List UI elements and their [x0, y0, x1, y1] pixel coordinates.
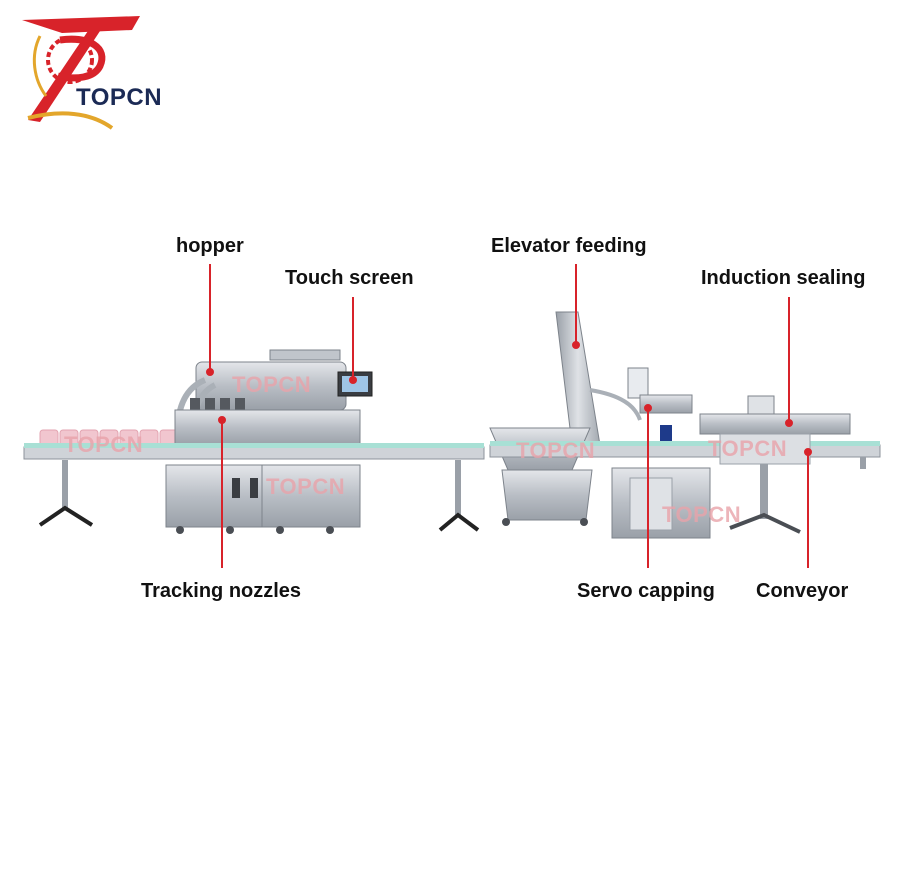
label-touch-screen: Touch screen	[285, 267, 414, 289]
label-hopper: hopper	[176, 235, 244, 257]
watermark-5: TOPCN	[662, 502, 742, 527]
label-conveyor: Conveyor	[756, 580, 849, 602]
label-elevator-feeding: Elevator feeding	[491, 235, 647, 257]
label-tracking-nozzles: Tracking nozzles	[141, 580, 302, 602]
topcn-logo-icon	[22, 16, 140, 130]
watermark-4: TOPCN	[516, 438, 596, 463]
watermark-1: TOPCN	[232, 372, 312, 397]
watermark-2: TOPCN	[64, 432, 144, 457]
logo-text: TOPCN	[76, 84, 163, 111]
watermark-6: TOPCN	[708, 436, 788, 461]
watermark-3: TOPCN	[266, 474, 346, 499]
label-servo-capping: Servo capping	[577, 580, 715, 602]
label-induction-sealing: Induction sealing	[701, 267, 866, 289]
